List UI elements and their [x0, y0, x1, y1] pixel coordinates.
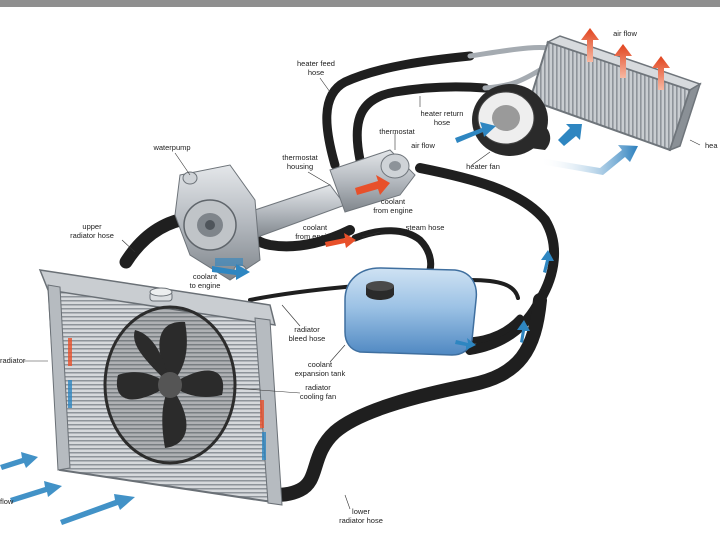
hot-flow-arrows [581, 28, 670, 90]
cold-flow-arrows [0, 122, 638, 525]
label-thermostat: thermostat [379, 127, 415, 136]
label-thermostat-housing: thermostat housing [282, 153, 318, 171]
label-upper-radiator-hose: upper radiator hose [70, 222, 114, 240]
label-waterpump: waterpump [153, 143, 191, 152]
label-coolant-from-engine-2: coolant from engine [295, 223, 335, 241]
radiator-cooling-fan [103, 305, 237, 465]
lower-radiator-hose [265, 293, 547, 502]
heater-feed-hose [322, 51, 475, 170]
heater-fan [472, 84, 551, 156]
label-coolant-expansion-tank: coolant expansion tank [294, 360, 346, 378]
label-steam-hose: steam hose [405, 223, 445, 232]
leader-lines [24, 77, 701, 510]
thermostat-housing [239, 149, 416, 239]
label-air-flow-left-partial: flow [0, 497, 14, 506]
top-border-strip [0, 0, 720, 7]
label-air-flow-mid: air flow [411, 141, 435, 150]
label-heater-feed-hose: heater feed hose [297, 59, 335, 77]
steam-hose [415, 163, 560, 355]
label-heater-return-hose: heater return hose [420, 109, 464, 127]
heater-core [528, 35, 702, 152]
label-lower-radiator-hose: lower radiator hose [339, 507, 383, 525]
steam-hose-small [351, 227, 435, 274]
heater-return-hose [352, 82, 490, 165]
label-radiator-bleed-hose: radiator bleed hose [288, 325, 326, 343]
label-heater-partial: hea [705, 141, 718, 150]
label-coolant-from-engine-1: coolant from engine [373, 197, 413, 215]
label-radiator: radiator [0, 356, 26, 365]
label-air-flow-top: air flow [613, 29, 637, 38]
coolant-expansion-tank [344, 267, 478, 356]
hot-coolant-arrows [68, 175, 390, 428]
label-coolant-to-engine: coolant to engine [189, 272, 221, 290]
waterpump [174, 164, 261, 281]
label-radiator-cooling-fan: radiator cooling fan [299, 383, 337, 401]
label-heater-fan: heater fan [466, 162, 500, 171]
